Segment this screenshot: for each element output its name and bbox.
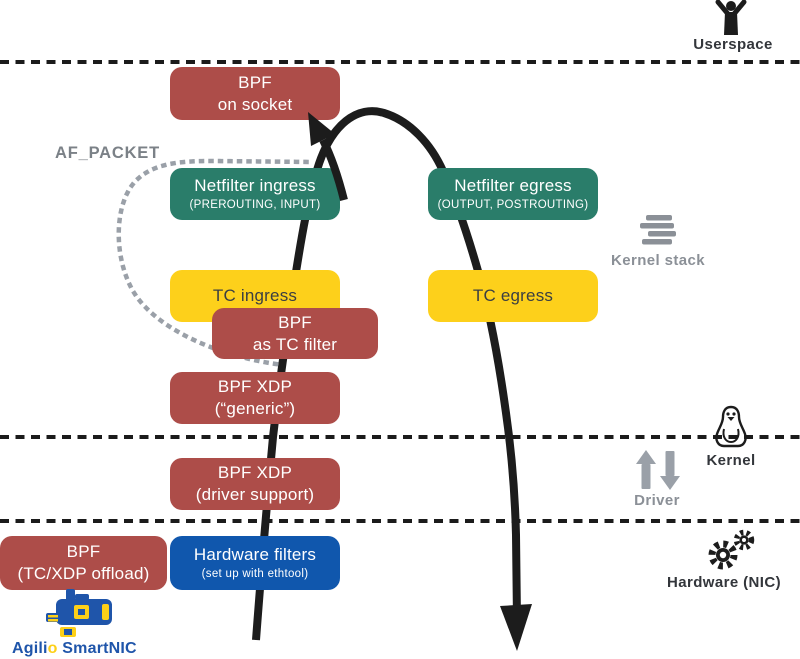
box-subtext: (OUTPUT, POSTROUTING) — [437, 199, 589, 212]
box-line: BPF — [66, 542, 101, 562]
stack-icon — [640, 215, 676, 245]
box-line: TC ingress — [212, 286, 298, 306]
box-hardware-filters: Hardware filters (set up with ethtool) — [170, 536, 340, 590]
box-line: BPF — [278, 312, 312, 332]
layer-label-hardware-nic: Hardware (NIC) — [667, 574, 781, 591]
up-down-arrows-icon — [636, 450, 680, 490]
box-line: BPF — [238, 72, 272, 92]
af-packet-label: AF_PACKET — [55, 144, 160, 162]
layer-label-kernel: Kernel — [706, 452, 756, 469]
box-bpf-as-tc-filter: BPF as TC filter — [212, 308, 378, 359]
layer-label-kernel-stack: Kernel stack — [610, 252, 706, 269]
box-subtext: (PREROUTING, INPUT) — [189, 199, 321, 212]
box-line: as TC filter — [252, 334, 338, 354]
tux-penguin-icon — [715, 405, 747, 448]
box-bpf-tc-xdp-offload: BPF (TC/XDP offload) — [0, 536, 167, 590]
box-bpf-on-socket: BPF on socket — [170, 67, 340, 120]
layer-label-userspace: Userspace — [693, 36, 773, 53]
box-line: (driver support) — [195, 485, 315, 504]
box-line: (TC/XDP offload) — [17, 564, 150, 583]
smartnic-logo-text: Agilio SmartNIC — [12, 640, 182, 658]
box-tc-egress: TC egress — [428, 270, 598, 322]
logo-brand: Agili — [12, 640, 48, 657]
box-line: Netfilter ingress — [194, 176, 316, 196]
gears-icon — [708, 529, 755, 570]
box-subtext: (set up with ethtool) — [201, 568, 309, 581]
logo-brand-accent: o — [47, 640, 58, 657]
logo-product: SmartNIC — [57, 640, 137, 657]
box-line: on socket — [217, 94, 293, 114]
box-bpf-xdp-driver-support: BPF XDP (driver support) — [170, 458, 340, 510]
box-line: BPF XDP — [217, 463, 293, 483]
layer-label-driver: Driver — [634, 492, 680, 509]
smartnic-logo-icon — [46, 589, 112, 637]
box-line: (“generic”) — [214, 399, 296, 418]
box-line: BPF XDP — [217, 377, 293, 397]
box-netfilter-ingress: Netfilter ingress (PREROUTING, INPUT) — [170, 168, 340, 220]
box-line: Netfilter egress — [454, 176, 572, 196]
packet-flow-arrowhead-down — [500, 604, 532, 651]
person-icon — [715, 0, 747, 35]
box-bpf-xdp-generic: BPF XDP (“generic”) — [170, 372, 340, 424]
box-line: TC egress — [472, 286, 554, 306]
box-line: Hardware filters — [193, 545, 317, 565]
box-netfilter-egress: Netfilter egress (OUTPUT, POSTROUTING) — [428, 168, 598, 220]
